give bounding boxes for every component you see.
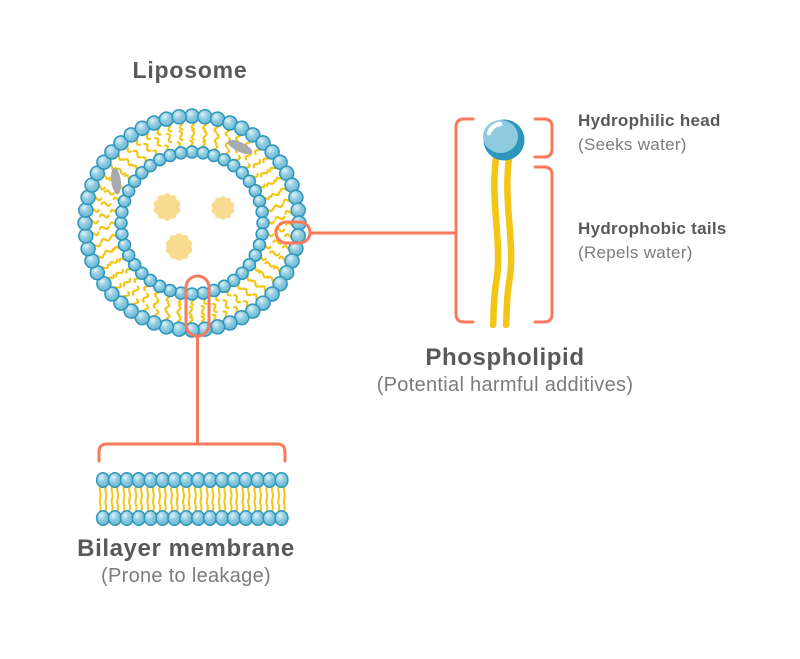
liposome-inner-heads — [114, 145, 270, 301]
hydrophobic-tails-label: Hydrophobic tails — [578, 219, 727, 238]
bilayer-membrane-title: Bilayer membrane — [77, 535, 295, 562]
membrane-proteins — [110, 139, 253, 195]
phospholipid-title: Phospholipid — [425, 344, 585, 371]
callout-connectors — [184, 220, 456, 445]
liposome-title: Liposome — [132, 57, 248, 83]
hydrophilic-head-label: Hydrophilic head — [578, 111, 721, 130]
hydrophobic-tails-sublabel: (Repels water) — [578, 243, 693, 262]
liposome-outer-heads — [77, 108, 307, 338]
phospholipid-subtitle: (Potential harmful additives) — [376, 374, 634, 396]
hydrophilic-head-sublabel: (Seeks water) — [578, 135, 687, 154]
bilayer-membrane-subtitle: (Prone to leakage) — [101, 565, 271, 587]
phospholipid-graphic — [454, 117, 554, 329]
bilayer-graphic — [95, 442, 289, 526]
cargo-particles — [153, 193, 235, 261]
